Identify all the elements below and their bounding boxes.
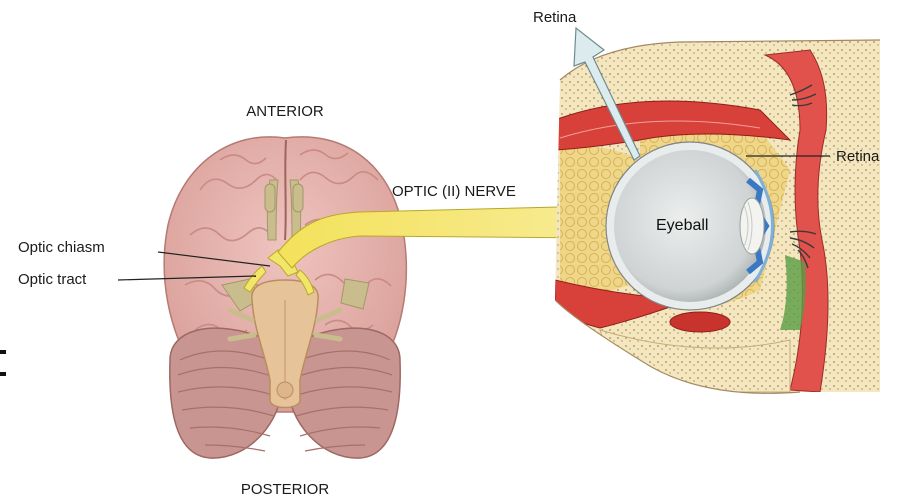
anterior-label: ANTERIOR	[246, 104, 324, 119]
inferior-oblique-muscle	[670, 312, 730, 332]
eyeball-label: Eyeball	[656, 218, 708, 234]
optic-nerve-label: OPTIC (II) NERVE	[392, 184, 516, 199]
longitudinal-fissure	[285, 140, 286, 240]
retina-top-label: Retina	[533, 10, 576, 25]
retina-right-label: Retina	[836, 149, 879, 164]
edge-marker	[0, 350, 6, 354]
optic-chiasm-label: Optic chiasm	[18, 240, 105, 255]
posterior-label: POSTERIOR	[241, 482, 329, 497]
optic-tract-label: Optic tract	[18, 272, 86, 287]
brain-inferior-view	[164, 137, 406, 458]
